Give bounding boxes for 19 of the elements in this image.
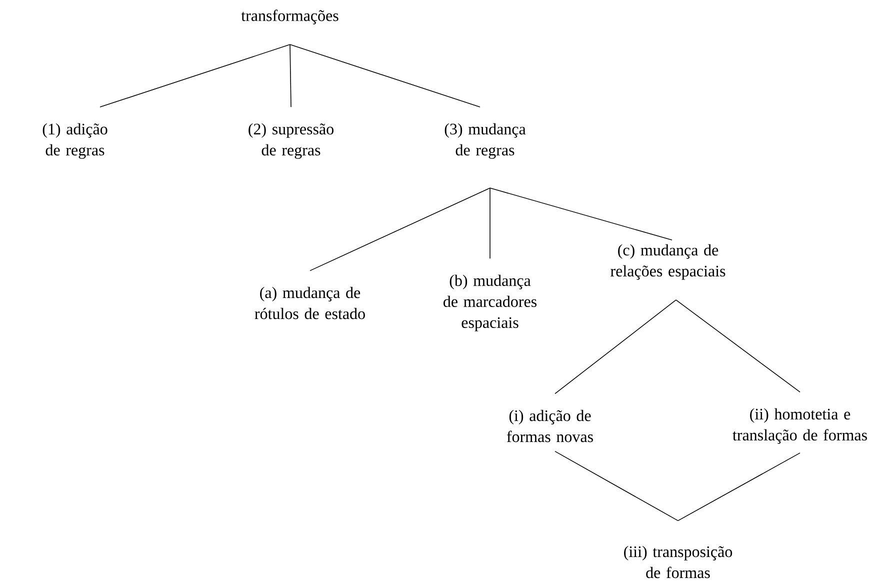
branch-line	[490, 188, 672, 240]
branch-line	[100, 44, 290, 108]
branch-line	[554, 300, 676, 394]
tree-label: (2) supressão de regras	[248, 123, 334, 159]
tree-label: (a) mudança de rótulos de estado	[254, 286, 365, 320]
tree-label: transformações	[241, 10, 338, 24]
tree-label: (ii) homotetia e translação de formas	[732, 408, 867, 444]
branch-line	[554, 450, 678, 522]
tree-label: (i) adição de formas novas	[506, 410, 593, 442]
tree-label: (iii) transposição de formas	[624, 546, 732, 578]
tree-label: (1) adição de regras	[42, 123, 108, 159]
tree-label: (b) mudança de marcadores espaciais	[444, 274, 537, 332]
branch-line	[678, 452, 800, 522]
branch-line	[290, 44, 480, 108]
branch-line	[676, 300, 800, 392]
branch-line	[310, 188, 490, 272]
branch-line	[290, 44, 292, 108]
tree-label: (c) mudança de relações espaciais	[610, 244, 726, 280]
tree-label: (3) mudança de regras	[444, 123, 526, 159]
